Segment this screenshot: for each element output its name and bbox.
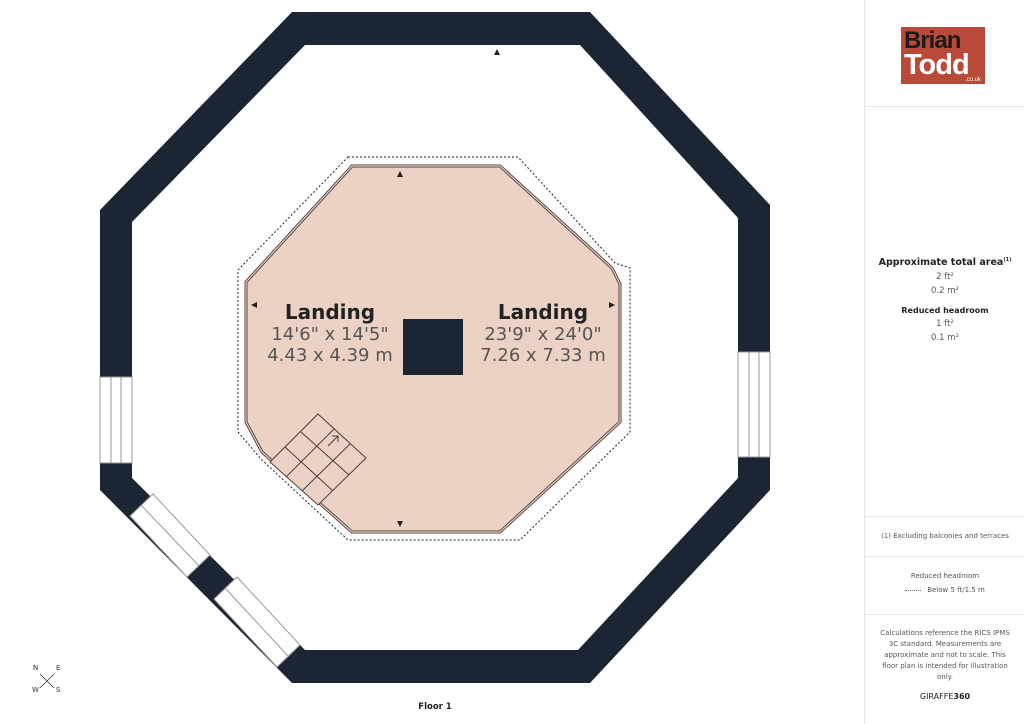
total-area-ft: 2 ft² [936,272,954,283]
compass-e: E [56,664,61,672]
compass-n: N [33,664,39,672]
reduced-headroom-title: Reduced headroom [901,306,989,316]
reduced-headroom-outline [237,156,631,541]
floor-plan [39,12,771,689]
legend: Reduced headroom Below 5 ft/1.5 m [865,557,1024,615]
room-dim-metric: 7.26 x 7.33 m [480,345,606,366]
window [99,351,771,668]
total-area-title: Approximate total area [878,257,1004,269]
room-dim-imperial: 14'6" x 14'5" [271,324,389,345]
logo-panel: Brian Todd .co.uk [865,0,1024,107]
room-dim-imperial: 23'9" x 24'0" [484,324,602,345]
legend-item: Below 5 ft/1.5 m [927,586,985,594]
disclaimer: Calculations reference the RICS IPMS 3C … [880,629,1010,681]
legend-title: Reduced headroom [910,572,980,580]
brand-logo: Brian Todd .co.uk [901,27,985,84]
giraffe360-logo: GIRAFFE360 [919,692,971,701]
compass-s: S [56,686,61,694]
room-dim-metric: 4.43 x 4.39 m [267,345,393,366]
floor-label: Floor 1 [418,702,452,712]
room-name: Landing [497,300,589,324]
total-area-m: 0.2 m² [931,286,959,297]
sidebar: Brian Todd .co.uk Approximate total area… [864,0,1024,724]
reduced-area-m: 0.1 m² [931,333,959,344]
dotted-line-icon [905,589,922,591]
compass-w: W [32,686,39,694]
room-name: Landing [284,300,376,324]
dimension-arrows [251,49,615,527]
room-label: Landing 14'6" x 14'5" 4.43 x 4.39 m [250,300,410,366]
area-panel: Approximate total area(1) 2 ft² 0.2 m² R… [865,107,1024,517]
compass-icon [39,673,55,689]
reduced-area-ft: 1 ft² [936,319,954,330]
central-column [403,319,463,375]
stairs [269,413,367,506]
room-label: Landing 23'9" x 24'0" 7.26 x 7.33 m [463,300,623,366]
footnote: (1) Excluding balconies and terraces [881,532,1009,540]
